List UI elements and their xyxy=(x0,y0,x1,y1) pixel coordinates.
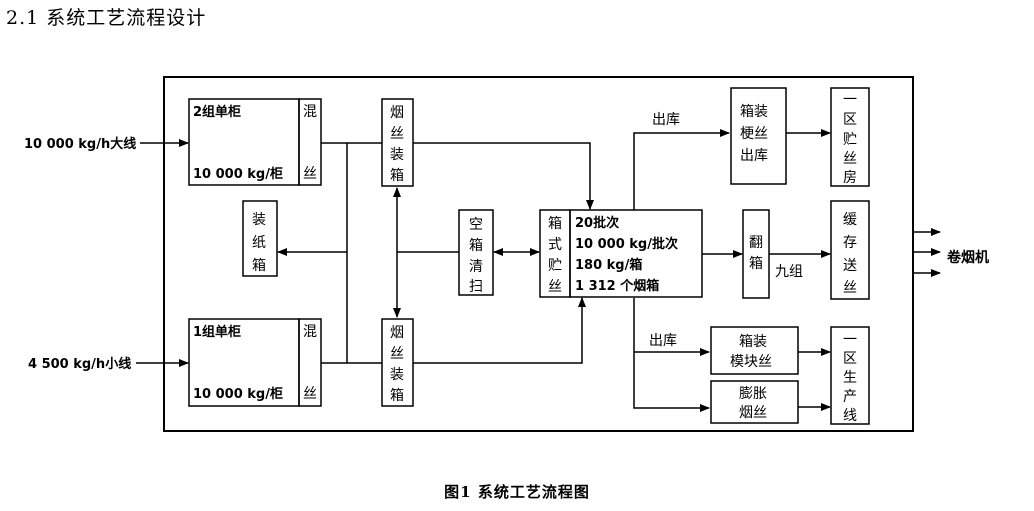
flip-box-node: 翻 箱 xyxy=(742,209,770,299)
stem-out-node: 箱装 梗丝 出库 xyxy=(730,87,787,185)
cabinet-group1-capacity: 10 000 kg/柜 xyxy=(193,386,283,402)
cabinet-group2-mix-1: 混 xyxy=(303,104,317,120)
svg-text:产: 产 xyxy=(843,389,857,405)
svg-text:纸: 纸 xyxy=(252,235,266,251)
cabinet-group1-name: 1组单柜 xyxy=(193,324,241,340)
svg-text:清: 清 xyxy=(469,259,483,275)
nine-group-label: 九组 xyxy=(775,264,803,280)
svg-text:箱: 箱 xyxy=(749,256,763,272)
svg-text:装: 装 xyxy=(252,212,266,228)
outlet-bottom-label: 出库 xyxy=(649,333,677,349)
svg-text:房: 房 xyxy=(843,170,857,186)
svg-text:箱: 箱 xyxy=(390,388,404,404)
svg-text:装: 装 xyxy=(390,367,404,383)
cabinet-group2-mix-2: 丝 xyxy=(303,166,317,182)
svg-text:丝: 丝 xyxy=(843,280,857,296)
storage-box-count: 1 312 个烟箱 xyxy=(575,278,659,294)
svg-text:线: 线 xyxy=(843,408,857,424)
svg-text:模块丝: 模块丝 xyxy=(730,354,772,370)
figure-caption: 图1 系统工艺流程图 xyxy=(444,483,590,501)
outlet-top-label: 出库 xyxy=(652,112,680,128)
production-line-node: 一 区 生 产 线 xyxy=(830,326,870,425)
cabinet-group2: 2组单柜 10 000 kg/柜 混 丝 xyxy=(188,98,322,186)
svg-text:箱: 箱 xyxy=(252,258,266,274)
svg-text:生: 生 xyxy=(843,370,857,386)
svg-text:一: 一 xyxy=(843,92,857,108)
input-small-line: 4 500 kg/h小线 xyxy=(28,356,131,372)
svg-text:扫: 扫 xyxy=(469,279,483,295)
svg-text:烟丝: 烟丝 xyxy=(739,405,767,421)
svg-text:烟: 烟 xyxy=(390,325,404,341)
svg-text:贮: 贮 xyxy=(843,132,857,148)
svg-text:缓: 缓 xyxy=(843,212,857,228)
cabinet-group1-mix-2: 丝 xyxy=(303,386,317,402)
svg-text:式: 式 xyxy=(548,237,562,253)
storage-per-batch: 10 000 kg/批次 xyxy=(575,236,678,252)
cabinet-group1-mix-1: 混 xyxy=(303,324,317,340)
packing-top-node: 烟 丝 装 箱 xyxy=(381,98,414,187)
empty-box-clean-node: 空 箱 清 扫 xyxy=(458,209,494,296)
cabinet-group1: 1组单柜 10 000 kg/柜 混 丝 xyxy=(188,318,322,407)
svg-text:丝: 丝 xyxy=(390,346,404,362)
svg-text:箱: 箱 xyxy=(390,168,404,184)
svg-text:丝: 丝 xyxy=(843,151,857,167)
cabinet-group2-name: 2组单柜 xyxy=(193,104,241,120)
paper-box-node: 装 纸 箱 xyxy=(242,200,278,277)
svg-text:翻: 翻 xyxy=(749,235,763,251)
expanded-node: 膨胀 烟丝 xyxy=(710,380,799,424)
packing-bottom-node: 烟 丝 装 箱 xyxy=(381,318,414,407)
cabinet-group2-capacity: 10 000 kg/柜 xyxy=(193,166,283,182)
svg-text:区: 区 xyxy=(843,112,857,128)
svg-text:装: 装 xyxy=(390,147,404,163)
output-label: 卷烟机 xyxy=(946,249,989,266)
flow-connectors xyxy=(277,129,941,412)
input-big-line: 10 000 kg/h大线 xyxy=(24,136,136,152)
svg-text:箱装: 箱装 xyxy=(739,334,767,350)
system-frame xyxy=(163,76,914,432)
storage-batches: 20批次 xyxy=(575,215,619,231)
svg-text:区: 区 xyxy=(843,351,857,367)
svg-text:空: 空 xyxy=(469,217,483,233)
svg-text:箱装: 箱装 xyxy=(740,104,768,120)
area-storage-room-node: 一 区 贮 丝 房 xyxy=(830,87,870,187)
section-heading: 2.1 系统工艺流程设计 xyxy=(6,7,207,29)
svg-text:箱: 箱 xyxy=(548,216,562,232)
svg-text:出库: 出库 xyxy=(740,148,768,164)
svg-text:箱: 箱 xyxy=(469,238,483,254)
svg-text:存: 存 xyxy=(843,235,857,251)
buffer-node: 缓 存 送 丝 xyxy=(830,200,870,300)
svg-text:烟: 烟 xyxy=(390,105,404,121)
box-storage-node: 箱 式 贮 丝 20批次 10 000 kg/批次 180 kg/箱 1 312… xyxy=(539,209,703,298)
svg-text:丝: 丝 xyxy=(548,279,562,295)
storage-per-box: 180 kg/箱 xyxy=(575,257,642,273)
svg-text:贮: 贮 xyxy=(548,258,562,274)
module-node: 箱装 模块丝 xyxy=(710,326,799,375)
svg-text:梗丝: 梗丝 xyxy=(740,126,768,142)
svg-text:送: 送 xyxy=(843,258,857,274)
svg-text:一: 一 xyxy=(843,332,857,348)
svg-text:丝: 丝 xyxy=(390,126,404,142)
svg-text:膨胀: 膨胀 xyxy=(739,385,767,402)
